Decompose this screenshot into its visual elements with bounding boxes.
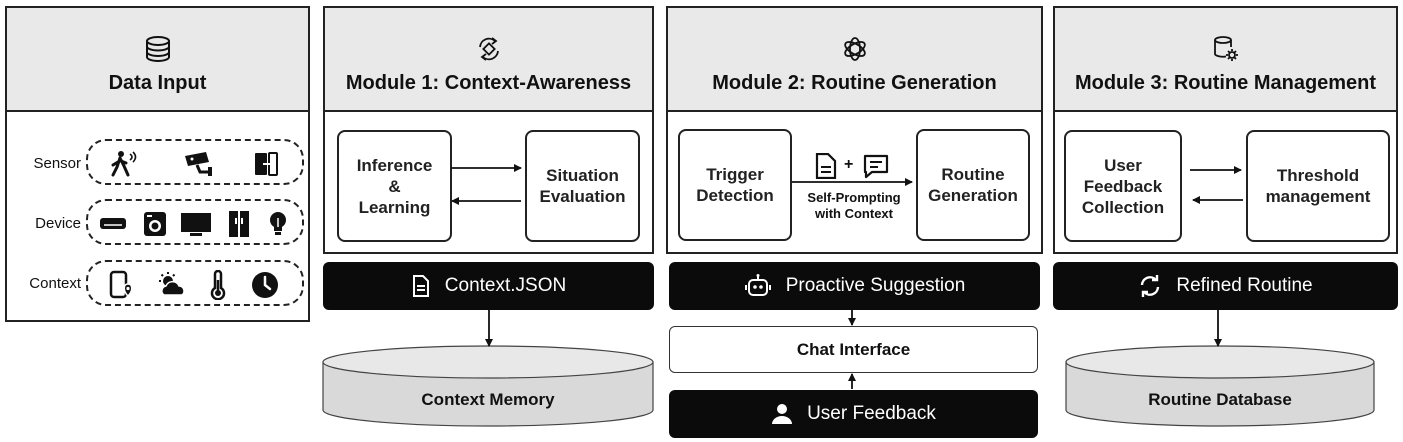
proactive-suggestion-label: Proactive Suggestion <box>785 275 966 296</box>
sensor-row <box>86 139 304 185</box>
document-icon <box>412 275 429 297</box>
chat-interface-box: Chat Interface <box>669 326 1038 373</box>
routine-generation-box: Routine Generation <box>916 129 1030 241</box>
threshold-line2: management <box>1265 187 1371 206</box>
routine-gen-line2: Generation <box>928 186 1018 205</box>
air-conditioner-icon <box>100 218 126 229</box>
light-bulb-icon <box>270 212 286 235</box>
module2-panel: Module 2: Routine Generation Trigger Det… <box>666 6 1043 254</box>
routine-gen-line1: Routine <box>941 165 1005 184</box>
situation-line2: Evaluation <box>539 187 626 206</box>
context-json-label: Context.JSON <box>444 275 567 296</box>
collection-line1: User <box>1104 155 1142 175</box>
database-icon <box>145 36 170 62</box>
trigger-line1: Trigger <box>706 165 764 184</box>
collection-line2: Feedback <box>1083 176 1163 196</box>
inference-line2: & <box>388 176 401 196</box>
device-label: Device <box>35 215 81 232</box>
module1-panel: Module 1: Context-Awareness Inference & … <box>323 6 654 254</box>
context-json-bar: Context.JSON <box>323 262 654 310</box>
ai-knot-icon <box>843 37 866 61</box>
inference-line3: Learning <box>358 197 431 217</box>
device-row <box>86 199 304 245</box>
module3-title: Module 3: Routine Management <box>1074 72 1377 94</box>
washing-machine-icon <box>144 212 166 236</box>
chat-bubble-icon <box>863 154 889 179</box>
module2-header: Module 2: Routine Generation <box>668 8 1041 112</box>
user-feedback-bar: User Feedback <box>669 390 1038 438</box>
module1-title: Module 1: Context-Awareness <box>345 72 632 94</box>
user-feedback-label: User Feedback <box>807 403 936 424</box>
tv-icon <box>181 213 211 236</box>
threshold-line1: Threshold <box>1276 166 1360 185</box>
thermometer-icon <box>210 270 226 300</box>
refresh-icon <box>1141 275 1160 297</box>
module2-title: Module 2: Routine Generation <box>712 72 997 94</box>
self-prompting-line1: Self-Prompting <box>807 190 901 205</box>
context-row <box>86 260 304 306</box>
data-input-title: Data Input <box>108 72 207 94</box>
refined-routine-bar: Refined Routine <box>1053 262 1398 310</box>
context-label: Context <box>29 275 81 292</box>
self-prompting-label: Self-Prompting with Context <box>792 190 916 222</box>
module3-panel: Module 3: Routine Management User Feedba… <box>1053 6 1398 254</box>
trigger-line2: Detection <box>696 186 774 205</box>
context-memory-cylinder <box>322 345 654 427</box>
plus-sign: + <box>844 156 854 173</box>
proactive-suggestion-bar: Proactive Suggestion <box>669 262 1040 310</box>
motion-sensor-icon <box>111 151 137 177</box>
module1-header: Module 1: Context-Awareness <box>325 8 652 112</box>
inference-learning-box: Inference & Learning <box>337 130 452 242</box>
door-sensor-icon <box>255 152 278 176</box>
routine-database-cylinder <box>1065 345 1375 427</box>
trigger-detection-box: Trigger Detection <box>678 129 792 241</box>
phone-location-icon <box>109 270 133 299</box>
module3-header: Module 3: Routine Management <box>1055 8 1396 112</box>
collection-line3: Collection <box>1081 197 1165 217</box>
database-settings-icon <box>1213 36 1238 61</box>
context-cycle-icon <box>478 37 499 61</box>
situation-line1: Situation <box>546 166 619 185</box>
cctv-camera-icon <box>185 152 212 176</box>
robot-icon <box>744 274 771 296</box>
data-input-header: Data Input <box>7 8 308 112</box>
routine-database-label: Routine Database <box>1148 390 1292 409</box>
prompt-document-icon <box>815 153 837 179</box>
situation-evaluation-box: Situation Evaluation <box>525 130 640 242</box>
user-feedback-collection-box: User Feedback Collection <box>1064 130 1182 242</box>
data-input-panel: Data Input Sensor Device <box>5 6 310 322</box>
sensor-label: Sensor <box>33 155 81 172</box>
inference-line1: Inference <box>356 155 433 175</box>
threshold-management-box: Threshold management <box>1246 130 1390 242</box>
user-icon <box>772 404 793 424</box>
context-memory-label: Context Memory <box>421 390 555 409</box>
clock-icon <box>252 272 278 298</box>
refined-routine-label: Refined Routine <box>1176 275 1313 296</box>
self-prompting-line2: with Context <box>815 206 893 221</box>
refrigerator-icon <box>229 211 249 237</box>
weather-icon <box>159 272 185 296</box>
